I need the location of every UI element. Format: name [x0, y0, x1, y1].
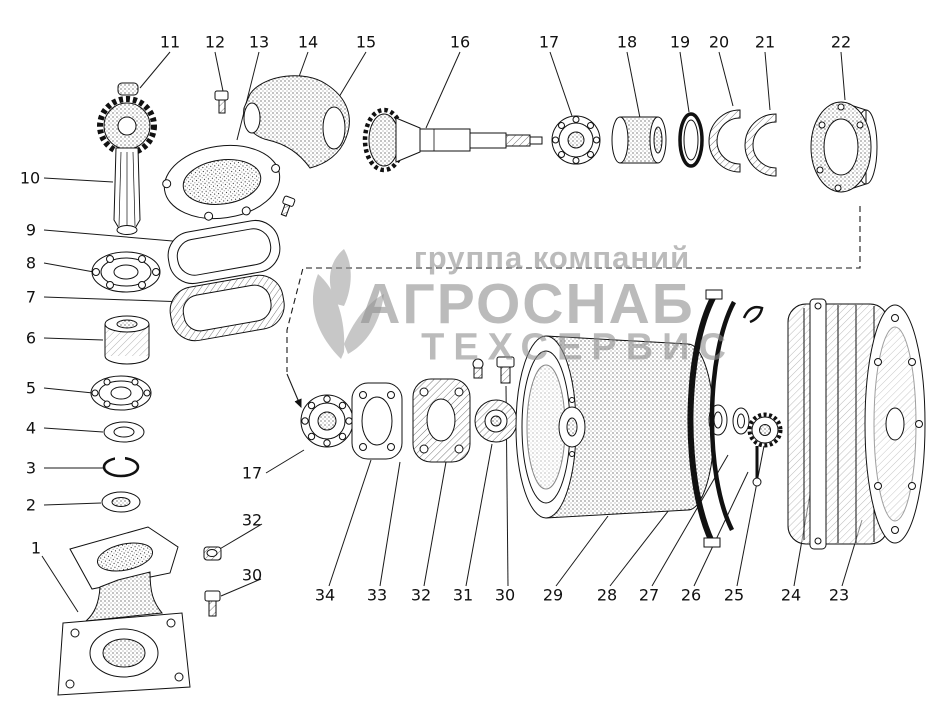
part-bearing-17-top — [551, 115, 601, 165]
part-spacer-6 — [104, 315, 150, 365]
part-washer-4 — [103, 421, 145, 443]
callout-26: 26 — [680, 585, 702, 605]
part-drive-shaft-16 — [362, 107, 543, 173]
callout-5: 5 — [25, 378, 37, 398]
callout-14: 14 — [297, 32, 319, 52]
callout-29: 29 — [542, 585, 564, 605]
part-brake-band-26 — [687, 289, 764, 548]
callout-28: 28 — [596, 585, 618, 605]
leader-lines — [41, 51, 863, 613]
part-bearing-17-mid — [300, 394, 354, 448]
part-locknut-25 — [747, 412, 783, 448]
part-stud-lower — [280, 195, 296, 217]
part-bolt-30-mid — [204, 590, 221, 617]
watermark-line-2: АГРОСНАБ — [359, 272, 695, 336]
part-elbow-housing-15 — [243, 75, 350, 169]
callout-2: 2 — [25, 495, 37, 515]
callout-27: 27 — [638, 585, 660, 605]
callout-22: 22 — [830, 32, 852, 52]
part-gasket-34 — [351, 382, 403, 460]
part-seal-2 — [101, 491, 141, 513]
part-plug-11 — [117, 82, 139, 96]
callout-17-top: 17 — [538, 32, 560, 52]
callout-16: 16 — [449, 32, 471, 52]
callout-7: 7 — [25, 287, 37, 307]
callout-33: 33 — [366, 585, 388, 605]
callout-12: 12 — [204, 32, 226, 52]
part-sleeve-18 — [611, 116, 667, 164]
callout-32-mid: 32 — [241, 510, 263, 530]
callout-11: 11 — [159, 32, 181, 52]
part-housing-1 — [57, 526, 191, 696]
part-o-ring-19 — [678, 112, 704, 168]
callout-1: 1 — [30, 538, 42, 558]
part-snap-ring-3 — [102, 456, 140, 478]
callout-6: 6 — [25, 328, 37, 348]
part-cover-22 — [810, 101, 878, 193]
part-housing-23 — [787, 298, 926, 550]
part-nut-27 — [732, 407, 750, 435]
callout-8: 8 — [25, 253, 37, 273]
callout-24: 24 — [780, 585, 802, 605]
callout-9: 9 — [25, 220, 37, 240]
callout-19: 19 — [669, 32, 691, 52]
watermark-line-3: ТЕХСЕРВИС — [421, 326, 735, 369]
callout-15: 15 — [355, 32, 377, 52]
part-bearing-8 — [91, 251, 161, 293]
callout-31: 31 — [452, 585, 474, 605]
watermark-line-1: группа компаний — [413, 240, 691, 275]
part-bearing-5 — [90, 375, 152, 411]
callout-17-mid: 17 — [241, 463, 263, 483]
callout-10: 10 — [19, 168, 41, 188]
part-breather-30 — [472, 356, 515, 384]
part-seal-31 — [474, 399, 518, 443]
part-flange-33 — [412, 378, 471, 463]
part-nut-32-mid — [203, 546, 222, 561]
callout-34: 34 — [314, 585, 336, 605]
callout-32-bottom: 32 — [410, 585, 432, 605]
part-flange-13 — [162, 144, 281, 221]
callout-18: 18 — [616, 32, 638, 52]
callout-20: 20 — [708, 32, 730, 52]
callout-21: 21 — [754, 32, 776, 52]
callout-13: 13 — [248, 32, 270, 52]
callout-4: 4 — [25, 418, 37, 438]
callout-23: 23 — [828, 585, 850, 605]
part-stud-12 — [214, 90, 229, 114]
part-gasket-9 — [167, 219, 281, 285]
watermark-leaf-logo — [312, 249, 384, 359]
callout-3: 3 — [25, 458, 37, 478]
callout-25: 25 — [723, 585, 745, 605]
part-gasket-7 — [169, 274, 285, 342]
callout-30-mid: 30 — [241, 565, 263, 585]
part-gear-shaft-10 — [97, 96, 157, 235]
part-half-ring-20 — [708, 109, 741, 173]
callout-30-bottom: 30 — [494, 585, 516, 605]
reference-dashed-lines — [286, 206, 861, 409]
part-half-ring-21 — [744, 113, 777, 177]
